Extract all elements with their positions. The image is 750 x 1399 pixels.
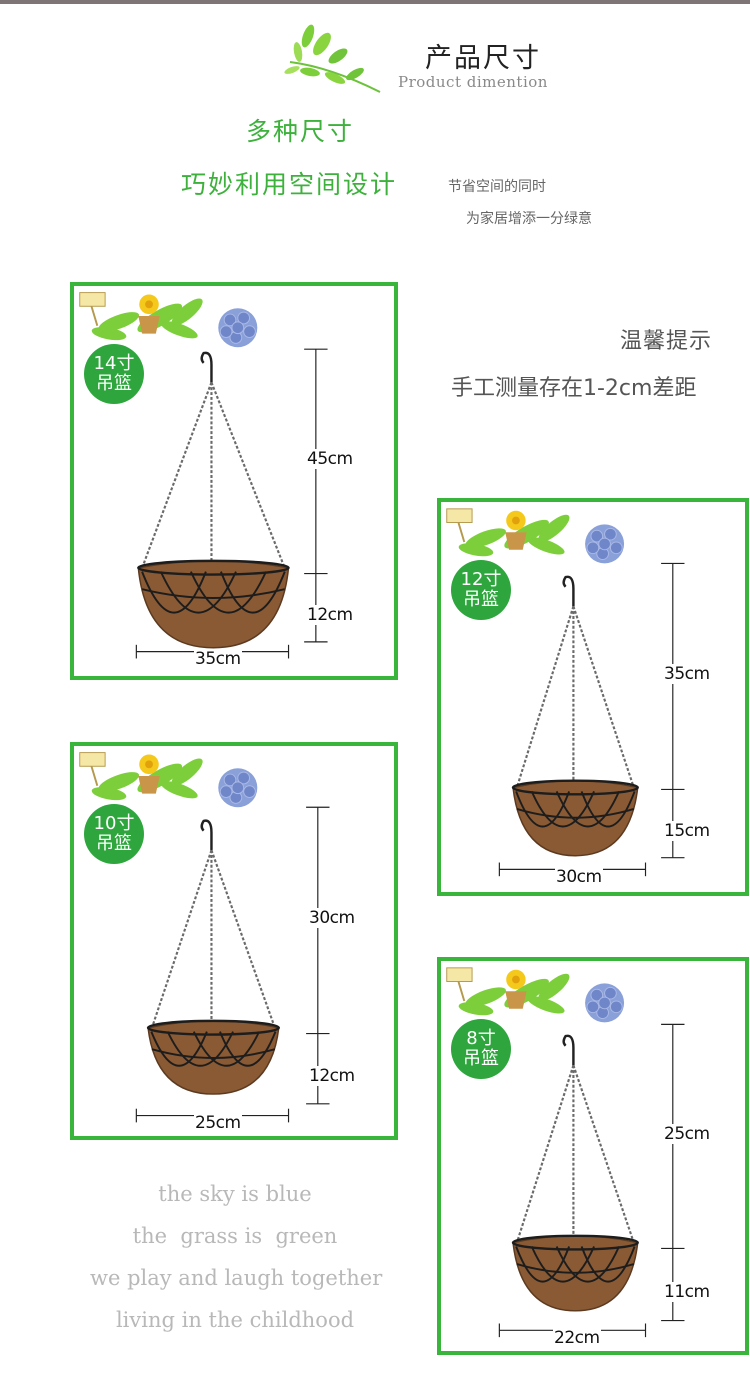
pot-icon bbox=[505, 532, 527, 550]
basket-card-14: 14寸吊篮 45cm 12cm 35cm bbox=[70, 282, 398, 680]
chain bbox=[572, 1064, 635, 1243]
chain-length-label: 30cm bbox=[308, 908, 356, 928]
hook-icon bbox=[562, 575, 575, 607]
sign-icon bbox=[446, 967, 473, 982]
wire-frame bbox=[141, 571, 207, 614]
wire-frame bbox=[515, 791, 571, 828]
flower-decoration-icon bbox=[79, 292, 258, 348]
sign-icon bbox=[446, 508, 473, 523]
hook-icon bbox=[200, 819, 213, 851]
basket-card-8: 8寸吊篮 25cm 11cm 22cm bbox=[437, 957, 749, 1355]
basket-depth-label: 15cm bbox=[663, 821, 711, 841]
chain-length-label: 25cm bbox=[663, 1124, 711, 1144]
basket-rim bbox=[137, 559, 290, 576]
section-title: 产品尺寸 bbox=[425, 43, 541, 74]
wire-frame bbox=[515, 1246, 571, 1283]
chain bbox=[210, 849, 276, 1029]
slogan-space: 巧妙利用空间设计 bbox=[181, 170, 398, 199]
basket-depth-label: 12cm bbox=[306, 605, 354, 625]
chain bbox=[572, 605, 635, 788]
basket-card-12: 12寸吊篮 35cm 15cm 30cm bbox=[437, 498, 749, 896]
leaf-branch-icon bbox=[284, 24, 381, 93]
basket-illustration bbox=[446, 967, 685, 1338]
sign-icon bbox=[79, 752, 106, 767]
chain bbox=[141, 381, 213, 569]
basket-width-label: 22cm bbox=[553, 1328, 601, 1348]
slogan-note-1: 节省空间的同时 bbox=[448, 179, 546, 195]
size-badge: 8寸吊篮 bbox=[451, 1019, 511, 1079]
chain-length-label: 45cm bbox=[306, 449, 354, 469]
poem-line-1: the sky is blue bbox=[158, 1182, 312, 1206]
pot-icon bbox=[138, 776, 160, 794]
basket-illustration bbox=[446, 508, 685, 877]
chain bbox=[515, 605, 575, 788]
size-badge: 10寸吊篮 bbox=[84, 804, 144, 864]
wire-frame bbox=[151, 1048, 276, 1059]
slogan-sizes: 多种尺寸 bbox=[246, 117, 355, 146]
wire-frame bbox=[580, 1246, 636, 1283]
pot-icon bbox=[505, 991, 527, 1009]
sign-icon bbox=[79, 292, 106, 307]
basket-rim bbox=[146, 1019, 280, 1036]
wire-frame bbox=[141, 588, 285, 599]
poem-line-2: the grass is green bbox=[132, 1224, 338, 1248]
wire-frame bbox=[516, 1263, 635, 1274]
wire-frame bbox=[220, 571, 286, 614]
tip-title: 温馨提示 bbox=[620, 329, 713, 354]
hook-icon bbox=[562, 1034, 575, 1066]
tip-text: 手工测量存在1-2cm差距 bbox=[451, 376, 697, 401]
poem-line-3: we play and laugh together bbox=[90, 1266, 383, 1290]
basket-width-label: 35cm bbox=[194, 649, 242, 669]
section-subtitle: Product dimention bbox=[398, 73, 548, 91]
basket-depth-label: 11cm bbox=[663, 1282, 711, 1302]
poem-line-4: living in the childhood bbox=[115, 1308, 355, 1332]
basket-rim bbox=[511, 1234, 639, 1251]
chain bbox=[210, 381, 286, 569]
top-bar bbox=[0, 0, 750, 4]
basket-width-label: 30cm bbox=[555, 867, 603, 887]
chain-length-label: 35cm bbox=[663, 664, 711, 684]
pot-icon bbox=[138, 316, 160, 334]
flower-decoration-icon bbox=[79, 752, 258, 808]
basket-illustration bbox=[79, 292, 328, 659]
wire-frame bbox=[219, 1031, 277, 1067]
wire-frame bbox=[580, 791, 636, 828]
wire-frame bbox=[150, 1031, 208, 1067]
size-badge: 12寸吊篮 bbox=[451, 560, 511, 620]
flower-decoration-icon bbox=[446, 967, 625, 1023]
flower-decoration-icon bbox=[446, 508, 625, 564]
size-badge: 14寸吊篮 bbox=[84, 344, 144, 404]
basket-depth-label: 12cm bbox=[308, 1066, 356, 1086]
basket-illustration bbox=[79, 752, 330, 1123]
slogan-note-2: 为家居增添一分绿意 bbox=[466, 211, 592, 227]
basket-card-10: 10寸吊篮 30cm 12cm 25cm bbox=[70, 742, 398, 1140]
chain bbox=[150, 849, 213, 1029]
hook-icon bbox=[200, 351, 213, 383]
chain bbox=[515, 1064, 575, 1243]
basket-width-label: 25cm bbox=[194, 1113, 242, 1133]
wire-frame bbox=[516, 808, 635, 819]
basket-rim bbox=[511, 779, 639, 796]
